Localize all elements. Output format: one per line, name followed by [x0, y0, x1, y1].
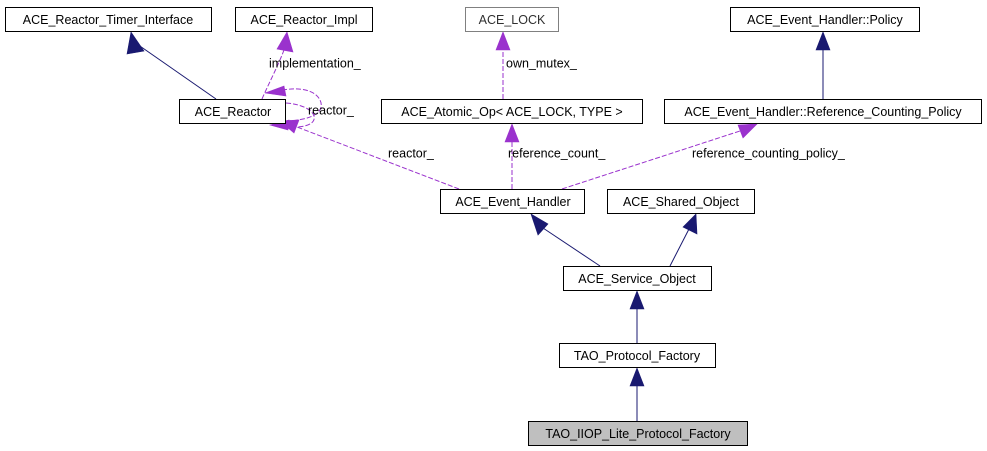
edge-reactor-to-timer-interface: [126, 31, 217, 100]
edge-labels-layer: implementation_ own_mutex_ reactor_ reac…: [269, 56, 846, 160]
node-box-ace-reactor-timer-interface[interactable]: [5, 7, 212, 32]
node-ace-reactor-timer-interface[interactable]: ACE_Reactor_Timer_Interface: [5, 7, 212, 32]
edge-label-reference-counting-policy: reference_counting_policy_: [692, 146, 846, 160]
node-label-ace-service-object: ACE_Service_Object: [578, 272, 696, 286]
node-label-ace-event-handler-policy: ACE_Event_Handler::Policy: [747, 13, 903, 27]
node-ace-event-handler[interactable]: ACE_Event_Handler: [440, 189, 585, 214]
node-ace-lock[interactable]: ACE_LOCK: [465, 7, 559, 32]
edge-label-reactor-event-handler: reactor_: [388, 146, 435, 160]
edge-label-implementation: implementation_: [269, 56, 362, 70]
node-ace-service-object[interactable]: ACE_Service_Object: [563, 266, 712, 291]
node-label-tao-iiop-lite-protocol-factory: TAO_IIOP_Lite_Protocol_Factory: [545, 427, 731, 441]
node-box-ace-event-handler-reference-counting-policy[interactable]: [664, 99, 982, 124]
edge-service-object-to-shared-object: [669, 213, 698, 267]
edge-protocol-factory-to-service-object: [629, 290, 645, 343]
edge-reactor-self-loop: [264, 85, 322, 131]
node-label-ace-reactor: ACE_Reactor: [195, 105, 271, 119]
node-box-tao-protocol-factory[interactable]: [559, 343, 716, 368]
edge-atomic-op-to-ace-lock: [495, 31, 511, 99]
edges-layer: [126, 31, 831, 421]
edge-label-reactor-self: reactor_: [308, 103, 355, 117]
edge-ref-counting-policy-to-policy: [815, 31, 831, 99]
edge-event-handler-to-atomic-op: [504, 123, 520, 189]
node-label-ace-atomic-op: ACE_Atomic_Op< ACE_LOCK, TYPE >: [401, 105, 622, 119]
node-label-ace-reactor-impl: ACE_Reactor_Impl: [251, 13, 358, 27]
node-label-ace-event-handler: ACE_Event_Handler: [455, 195, 570, 209]
node-box-ace-event-handler[interactable]: [440, 189, 585, 214]
node-box-ace-service-object[interactable]: [563, 266, 712, 291]
node-tao-iiop-lite-protocol-factory[interactable]: TAO_IIOP_Lite_Protocol_Factory: [528, 421, 748, 446]
nodes-layer: ACE_Reactor_Timer_Interface ACE_Reactor_…: [5, 7, 982, 446]
node-tao-protocol-factory[interactable]: TAO_Protocol_Factory: [559, 343, 716, 368]
node-label-ace-shared-object: ACE_Shared_Object: [623, 195, 740, 209]
node-box-ace-event-handler-policy[interactable]: [730, 7, 920, 32]
edge-reactor-to-reactor-impl: [261, 31, 294, 100]
node-ace-atomic-op[interactable]: ACE_Atomic_Op< ACE_LOCK, TYPE >: [381, 99, 643, 124]
node-box-ace-atomic-op[interactable]: [381, 99, 643, 124]
edge-service-object-to-event-handler: [530, 213, 601, 267]
node-label-ace-reactor-timer-interface: ACE_Reactor_Timer_Interface: [23, 13, 193, 27]
node-box-ace-reactor[interactable]: [179, 99, 286, 124]
node-ace-event-handler-reference-counting-policy[interactable]: ACE_Event_Handler::Reference_Counting_Po…: [664, 99, 982, 124]
node-box-ace-shared-object[interactable]: [607, 189, 755, 214]
node-box-ace-reactor-impl[interactable]: [235, 7, 373, 32]
edge-event-handler-to-ref-counting-policy: [561, 123, 758, 190]
node-label-tao-protocol-factory: TAO_Protocol_Factory: [574, 349, 701, 363]
edge-label-reference-count: reference_count_: [508, 146, 606, 160]
node-box-tao-iiop-lite-protocol-factory[interactable]: [528, 421, 748, 446]
node-ace-reactor-impl[interactable]: ACE_Reactor_Impl: [235, 7, 373, 32]
node-label-ace-lock: ACE_LOCK: [479, 13, 546, 27]
node-label-ace-event-handler-reference-counting-policy: ACE_Event_Handler::Reference_Counting_Po…: [684, 105, 962, 119]
node-box-ace-lock[interactable]: [465, 7, 559, 32]
node-ace-reactor[interactable]: ACE_Reactor: [179, 99, 286, 124]
edge-iiop-lite-factory-to-protocol-factory: [629, 367, 645, 421]
node-ace-shared-object[interactable]: ACE_Shared_Object: [607, 189, 755, 214]
edge-label-own-mutex: own_mutex_: [506, 56, 578, 70]
node-ace-event-handler-policy[interactable]: ACE_Event_Handler::Policy: [730, 7, 920, 32]
